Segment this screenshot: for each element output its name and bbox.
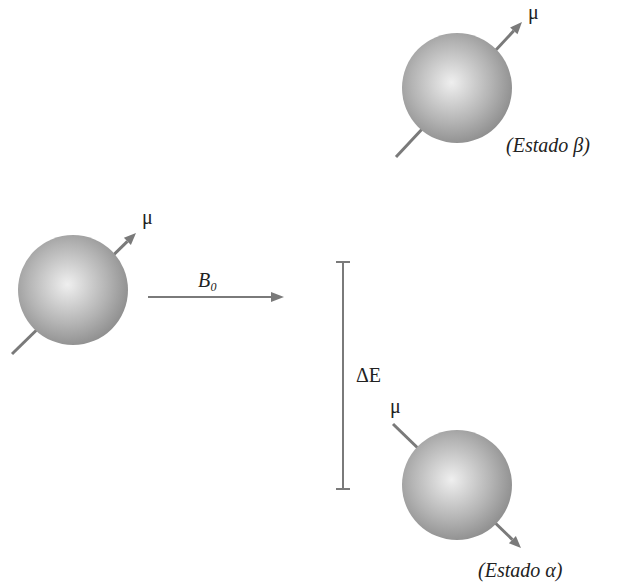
field-arrowhead xyxy=(271,292,284,302)
moment-arrowhead xyxy=(124,233,136,245)
moment-label: μ xyxy=(390,396,401,416)
moment-label: μ xyxy=(142,207,153,227)
moment-arrowhead xyxy=(510,22,522,34)
moment-label: μ xyxy=(528,2,539,22)
nucleus-sphere xyxy=(402,430,512,540)
bracket-cap xyxy=(336,488,350,490)
moment-arrowhead xyxy=(509,536,521,548)
spin-axis xyxy=(393,424,512,540)
bracket-cap xyxy=(336,261,350,263)
state-label: (Estado α) xyxy=(478,560,562,580)
nucleus-sphere xyxy=(402,33,512,143)
nucleus-sphere xyxy=(18,235,128,345)
spin-axis xyxy=(396,31,514,157)
energy-bracket xyxy=(342,262,344,489)
state-label: (Estado β) xyxy=(506,135,590,155)
field-arrow xyxy=(148,296,272,298)
energy-label: ΔE xyxy=(356,365,381,385)
field-label: B₀ xyxy=(198,270,217,290)
